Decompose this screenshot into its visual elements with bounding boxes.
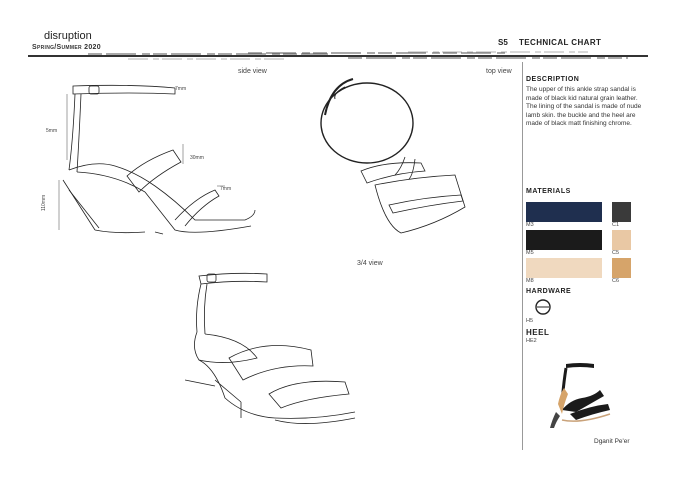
heel-heading: HEEL xyxy=(526,328,550,337)
material-code-m8: M8 xyxy=(526,278,534,284)
spec-panel xyxy=(522,62,653,450)
side-view-sketch xyxy=(58,84,256,235)
material-swatch-m3 xyxy=(526,202,602,222)
material-code-m3: M3 xyxy=(526,222,534,228)
description-text: The upper of this ankle strap sandal is … xyxy=(526,86,642,127)
material-code-m5: M5 xyxy=(526,250,534,256)
dim-left: 5mm xyxy=(46,128,58,134)
three-quarter-view-label: 3/4 view xyxy=(357,260,383,267)
material-swatch-m8 xyxy=(526,258,602,278)
material-code-c5: C5 xyxy=(612,250,620,256)
three-quarter-view-sketch xyxy=(185,272,356,424)
season-label: Spring/Summer 2020 xyxy=(32,44,101,51)
side-view-label: side view xyxy=(238,68,267,75)
sheet-code: S5 xyxy=(498,38,508,47)
brush-stroke-divider xyxy=(28,51,648,60)
material-code-c6: C6 xyxy=(612,278,620,284)
hardware-heading: HARDWARE xyxy=(526,288,572,295)
material-code-c1: C1 xyxy=(612,222,620,228)
dim-vamp-thin: 7mm xyxy=(220,186,232,192)
hardware-code: H5 xyxy=(526,318,534,324)
description-heading: DESCRIPTION xyxy=(526,76,580,83)
shoe-photo xyxy=(540,354,620,434)
material-swatch-c5 xyxy=(612,230,631,250)
dim-vamp-wide: 30mm xyxy=(190,155,204,161)
brand-name: disruption xyxy=(44,30,92,42)
material-swatch-c1 xyxy=(612,202,631,222)
materials-heading: MATERIALS xyxy=(526,188,571,195)
heel-code: HE2 xyxy=(526,338,537,344)
top-view-label: top view xyxy=(486,68,512,75)
designer-name: Dganit Pe'er xyxy=(594,438,630,445)
sheet-title: TECHNICAL CHART xyxy=(519,38,602,47)
dim-strap: 7mm xyxy=(175,86,187,92)
dim-heel-height: 110mm xyxy=(41,194,48,212)
buckle-icon xyxy=(535,299,551,315)
material-swatch-m5 xyxy=(526,230,602,250)
top-view-sketch xyxy=(320,78,466,234)
material-swatch-c6 xyxy=(612,258,631,278)
